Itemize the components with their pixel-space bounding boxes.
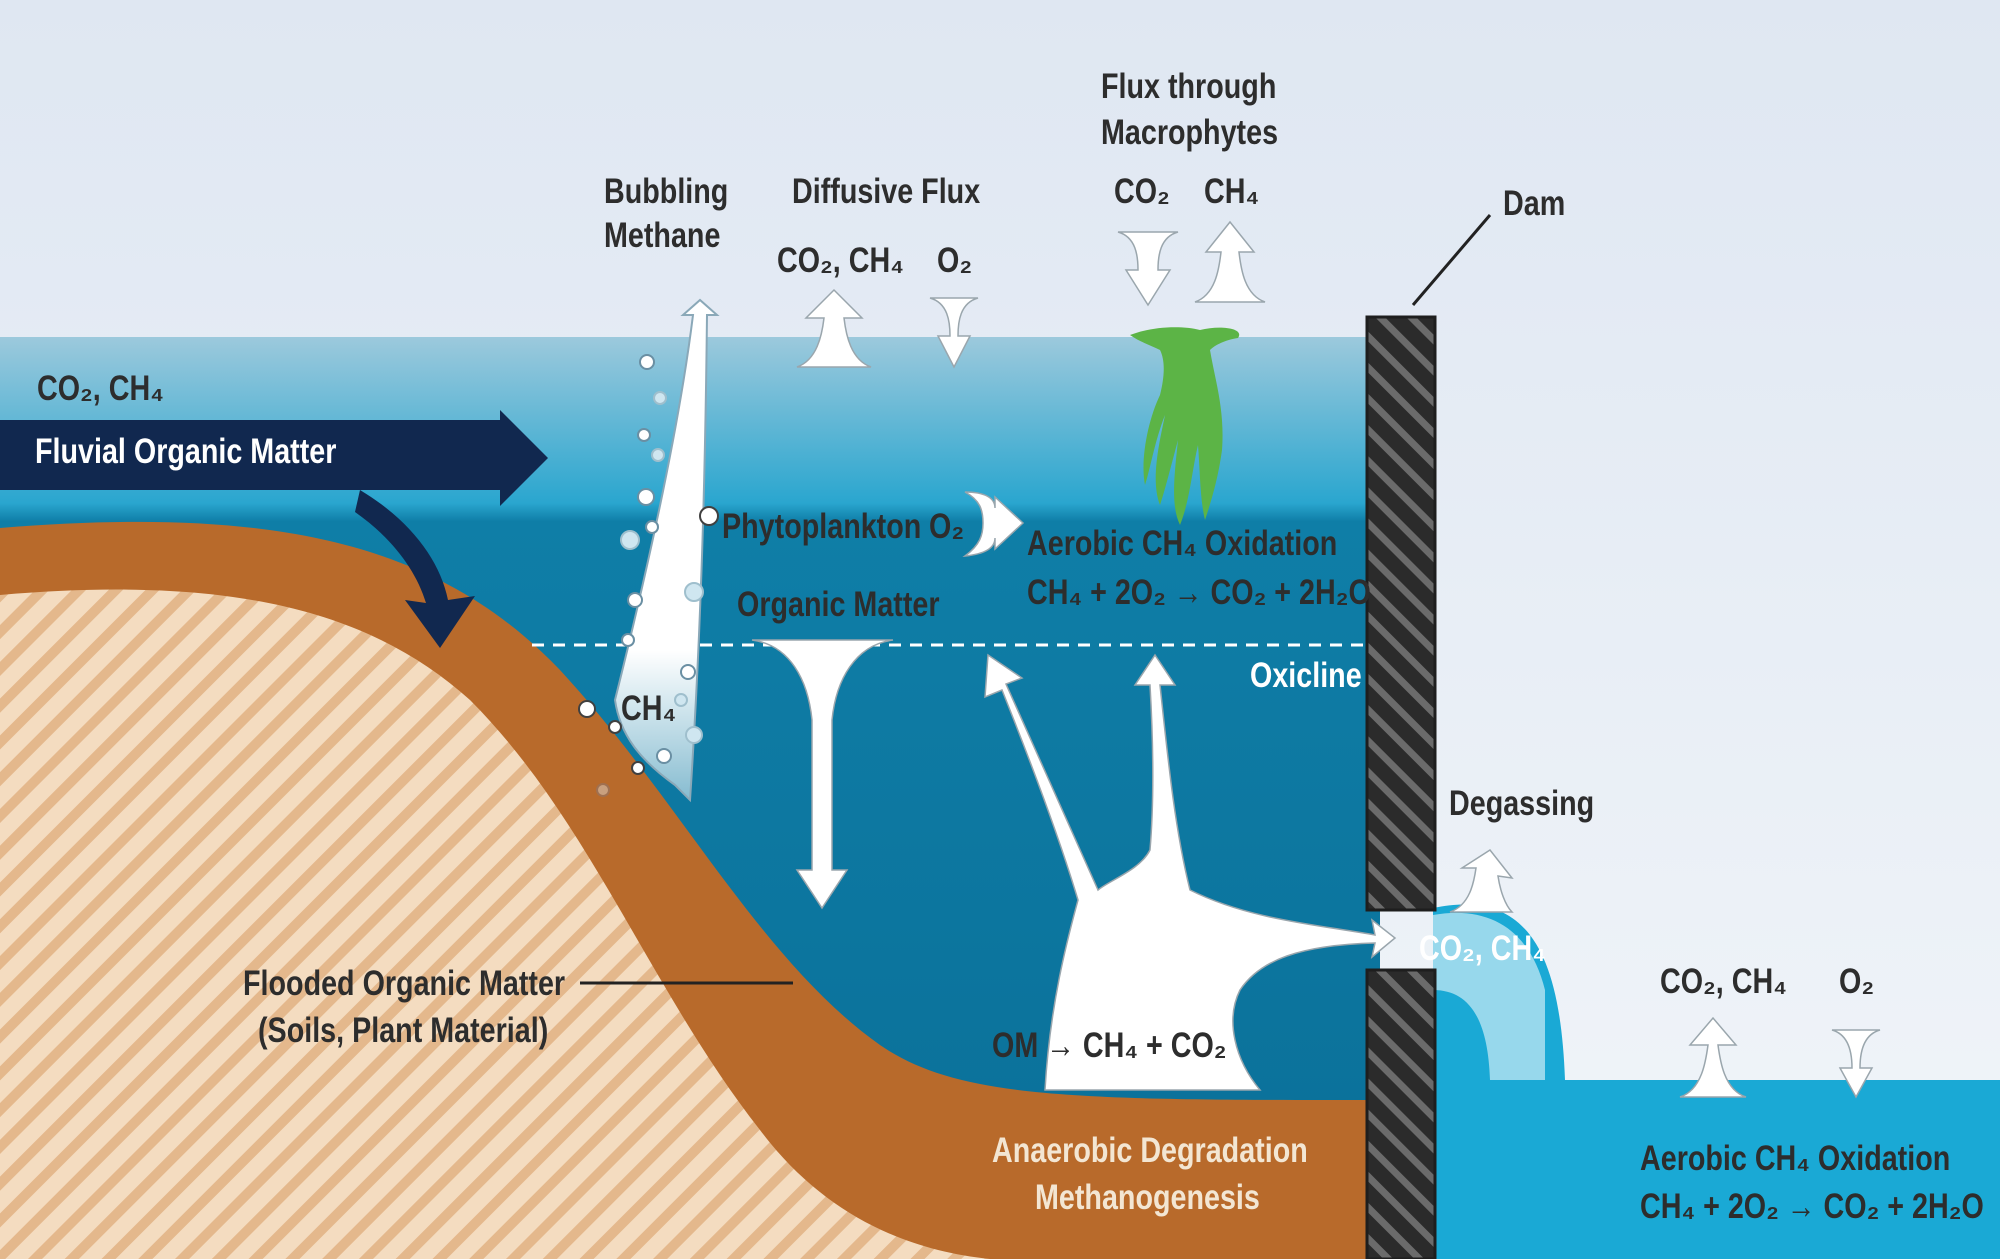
bubble [651, 448, 665, 462]
organic-matter-down-arrow [751, 639, 894, 910]
downstream-up-arrow [1679, 1016, 1747, 1098]
degassing-up-arrow [1449, 849, 1514, 913]
methane-bubbles [578, 354, 719, 797]
phytoplankton-o2-arrow [962, 491, 1025, 558]
degassing-label: Degassing [1449, 784, 1595, 823]
downstream-down-gas: O₂ [1839, 962, 1875, 1001]
dam-label: Dam [1503, 184, 1566, 223]
dam-structure [1365, 214, 1492, 1259]
flooded-organic-matter-sublabel: (Soils, Plant Material) [258, 1011, 549, 1050]
fluvial-organic-matter-label: Fluvial Organic Matter [35, 432, 337, 471]
bubble [699, 506, 719, 526]
macrophyte-co2-label: CO₂ [1114, 172, 1170, 211]
bubble [621, 633, 635, 647]
bubble [685, 726, 703, 744]
bubble [653, 391, 667, 405]
flux-arrows [751, 220, 1881, 1099]
oxicline-label: Oxicline [1250, 656, 1362, 695]
dam-leader-line [1411, 214, 1492, 306]
phytoplankton-o2-label: O₂ [929, 507, 965, 546]
aerobic-oxidation-equation: CH₄ + 2O₂ → CO₂ + 2H₂O [1027, 573, 1371, 612]
diffusive-down-arrow [929, 297, 979, 369]
bubble [680, 664, 696, 680]
macrophytes-plant [1130, 327, 1240, 525]
macrophytes-label-line2: Macrophytes [1101, 113, 1279, 152]
macrophyte-co2-down-arrow [1117, 231, 1179, 307]
fluvial-organic-matter-arrow [0, 410, 548, 648]
methanogenesis-equation: OM → CH₄ + CO₂ [992, 1026, 1227, 1065]
bubble [656, 748, 672, 764]
bubble [639, 354, 655, 370]
diffusive-up-arrow [796, 288, 872, 368]
bubble [578, 700, 596, 718]
organic-matter-label: Organic Matter [737, 585, 940, 624]
diffusive-up-gases: CO₂, CH₄ [777, 241, 904, 280]
bubble [674, 693, 688, 707]
bubble [608, 720, 622, 734]
macrophytes-label-line1: Flux through [1101, 67, 1277, 106]
bubble [620, 530, 640, 550]
bubble [684, 582, 704, 602]
degassing-gases-label: CO₂, CH₄ [1419, 929, 1546, 968]
bubble [631, 761, 645, 775]
downstream-aerobic-equation: CH₄ + 2O₂ → CO₂ + 2H₂O [1640, 1187, 1984, 1226]
bubble-ch4-label: CH₄ [621, 689, 677, 728]
macrophyte-ch4-up-arrow [1194, 220, 1266, 303]
bubbling-label-line1: Bubbling [604, 172, 729, 211]
diffusive-down-gas: O₂ [937, 241, 973, 280]
downstream-aerobic-title: Aerobic CH₄ Oxidation [1640, 1139, 1951, 1178]
diffusive-flux-label: Diffusive Flux [792, 172, 981, 211]
bubble [637, 488, 655, 506]
spillway-foam [1433, 912, 1545, 1080]
methanogenesis-flux-arrows [984, 653, 1397, 1091]
bubble [645, 520, 659, 534]
downstream-down-arrow [1831, 1029, 1881, 1099]
phytoplankton-label: Phytoplankton [722, 507, 922, 546]
downstream-up-gases: CO₂, CH₄ [1660, 962, 1787, 1001]
bubble [627, 592, 643, 608]
bubbling-label-line2: Methane [604, 216, 721, 255]
methanogenesis-label: Methanogenesis [1035, 1178, 1260, 1217]
bubble [596, 783, 610, 797]
anaerobic-degradation-label: Anaerobic Degradation [992, 1131, 1308, 1170]
bubble [637, 428, 651, 442]
flooded-soil [0, 589, 990, 1259]
aerobic-oxidation-title: Aerobic CH₄ Oxidation [1027, 524, 1338, 563]
macrophyte-ch4-label: CH₄ [1204, 172, 1260, 211]
flooded-organic-matter-label: Flooded Organic Matter [243, 964, 566, 1003]
fluvial-gases-label: CO₂, CH₄ [37, 369, 164, 408]
